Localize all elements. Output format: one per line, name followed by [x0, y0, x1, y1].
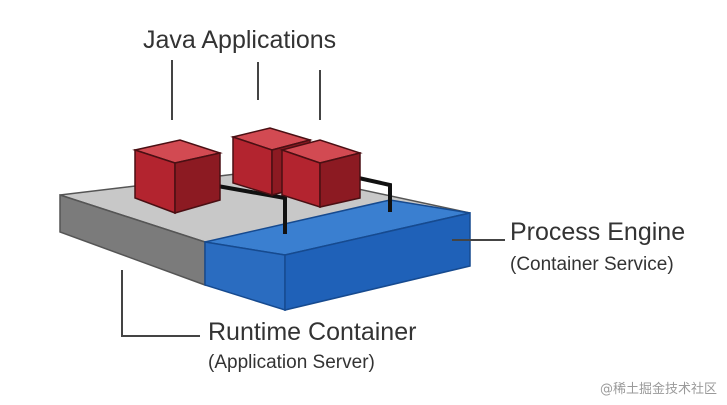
- runtime-container-label: Runtime Container: [208, 318, 417, 346]
- watermark: @稀土掘金技术社区: [599, 382, 717, 397]
- java-applications-leaders: [171, 60, 321, 120]
- process-engine-slab: [204, 199, 471, 312]
- java-app-box-1: [132, 139, 223, 215]
- java-app-box-3: [279, 139, 363, 209]
- java-applications-label: Java Applications: [143, 26, 337, 54]
- java-app-box-3-side: [319, 152, 361, 208]
- process-engine-label: Process Engine: [510, 218, 686, 246]
- process-engine-front: [284, 212, 471, 311]
- java-app-box-1-side: [174, 152, 221, 214]
- process-engine-sublabel: (Container Service): [510, 254, 674, 275]
- runtime-container-leader: [121, 270, 200, 337]
- wire-app-1: [194, 180, 287, 234]
- runtime-container-sublabel: (Application Server): [208, 352, 375, 373]
